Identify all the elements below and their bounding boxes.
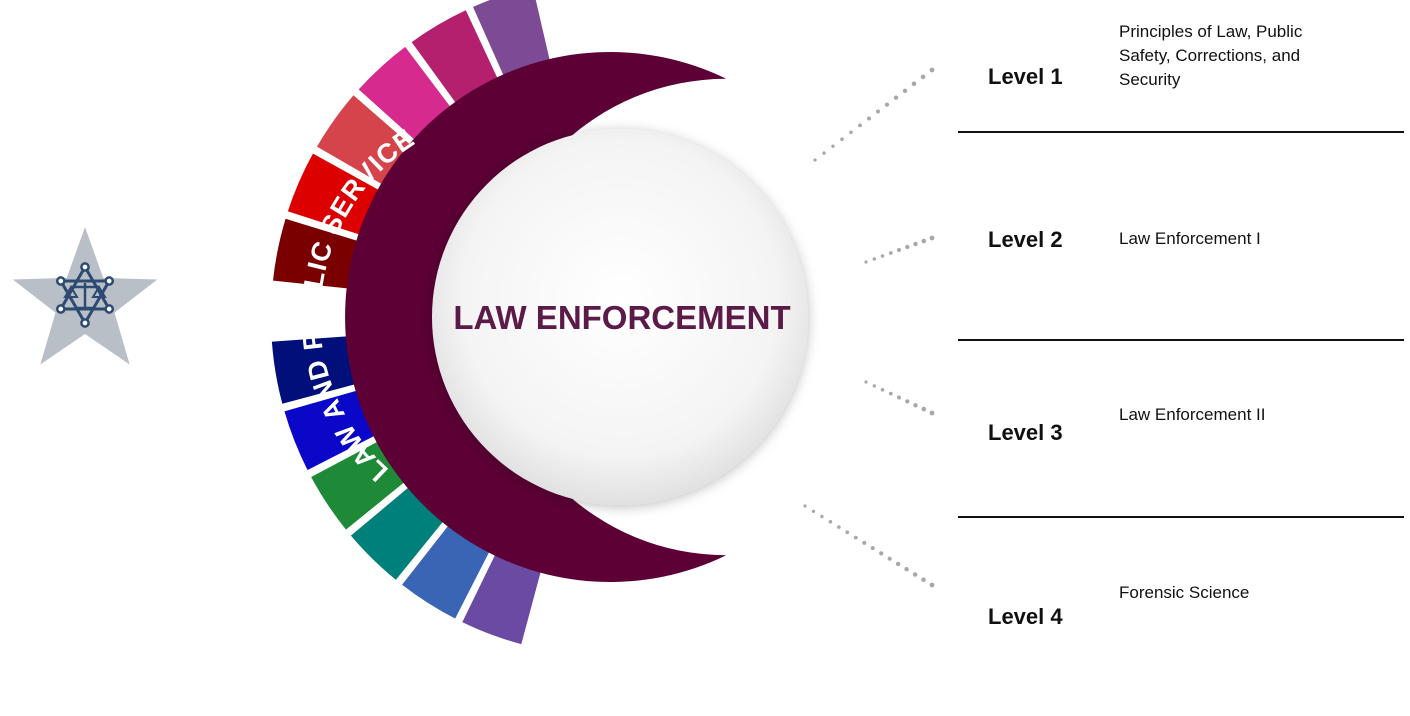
connector-dot xyxy=(837,525,841,529)
badge-point xyxy=(80,262,90,272)
connector-dot xyxy=(911,81,917,87)
connector-dot xyxy=(845,530,850,535)
connector-dot xyxy=(853,535,858,540)
ring-band xyxy=(345,52,727,583)
level-1-course: Principles of Law, Public Safety, Correc… xyxy=(1119,22,1303,89)
connector-dot xyxy=(888,391,893,396)
connector-dot xyxy=(913,241,918,247)
connector-dot xyxy=(912,572,918,577)
badge-point xyxy=(104,304,115,314)
connector-dot xyxy=(905,399,910,404)
connector-dot xyxy=(893,95,899,100)
connector-dot xyxy=(895,561,901,567)
connector-dot xyxy=(929,410,935,416)
connector-dot xyxy=(884,102,890,107)
connector-dot xyxy=(879,551,884,556)
connector-dot xyxy=(902,88,908,94)
level-3-label: Level 3 xyxy=(988,420,1063,445)
divider xyxy=(958,516,1404,518)
level-1-label: Level 1 xyxy=(988,64,1063,89)
connector-dot xyxy=(929,67,935,73)
level-2-course: Law Enforcement I xyxy=(1119,229,1261,248)
connector-dot xyxy=(876,109,880,114)
divider xyxy=(958,339,1404,341)
level-2-label: Level 2 xyxy=(988,227,1063,252)
connector-dot xyxy=(840,137,844,141)
connector-dot xyxy=(921,577,926,582)
connector-dot xyxy=(904,567,909,572)
connector-dot xyxy=(897,248,901,252)
connector-dot xyxy=(920,74,926,80)
connector-dot xyxy=(872,257,876,261)
connector-dot xyxy=(864,260,868,264)
connector-dot xyxy=(905,244,910,250)
level-4-course: Forensic Science xyxy=(1119,583,1250,602)
pathway-title: LAW ENFORCEMENT xyxy=(453,299,790,336)
connector-dot xyxy=(864,380,868,384)
dotted-connectors xyxy=(803,67,935,588)
connector-dot xyxy=(811,509,816,513)
connector-dot xyxy=(897,395,901,400)
connector-dot xyxy=(880,388,885,392)
scales-pan xyxy=(63,285,79,298)
connector-dot xyxy=(849,130,853,135)
connector-dot xyxy=(831,144,835,148)
divider xyxy=(958,131,1404,133)
connector-dot xyxy=(803,504,807,508)
badge-triangle xyxy=(58,279,112,327)
sheriff-star-scales-icon xyxy=(12,227,158,365)
connector-dot xyxy=(822,151,826,155)
badge-point xyxy=(55,304,66,314)
badge-point xyxy=(104,276,115,286)
connector-dot xyxy=(867,116,871,121)
connector-dot xyxy=(828,520,833,524)
connector-dot xyxy=(921,238,927,244)
connector-dot xyxy=(913,403,918,408)
connector-dot xyxy=(870,546,875,551)
level-4-label: Level 4 xyxy=(988,604,1063,629)
connector-dot xyxy=(813,158,817,162)
connector-dot xyxy=(888,251,893,255)
connector-dot xyxy=(858,123,862,128)
scales-pan xyxy=(91,285,107,298)
badge-point xyxy=(55,276,66,286)
connector-dot xyxy=(880,254,885,258)
connector-dot xyxy=(887,556,892,561)
badge-point xyxy=(80,318,90,328)
connector-dot xyxy=(862,540,867,545)
connector-dot xyxy=(921,406,927,412)
center-disc xyxy=(432,129,808,505)
connector-dot xyxy=(872,384,876,388)
connector-dot xyxy=(929,235,935,241)
connector-dot xyxy=(929,582,935,588)
level-3-course: Law Enforcement II xyxy=(1119,405,1266,424)
connector-dot xyxy=(820,514,824,519)
